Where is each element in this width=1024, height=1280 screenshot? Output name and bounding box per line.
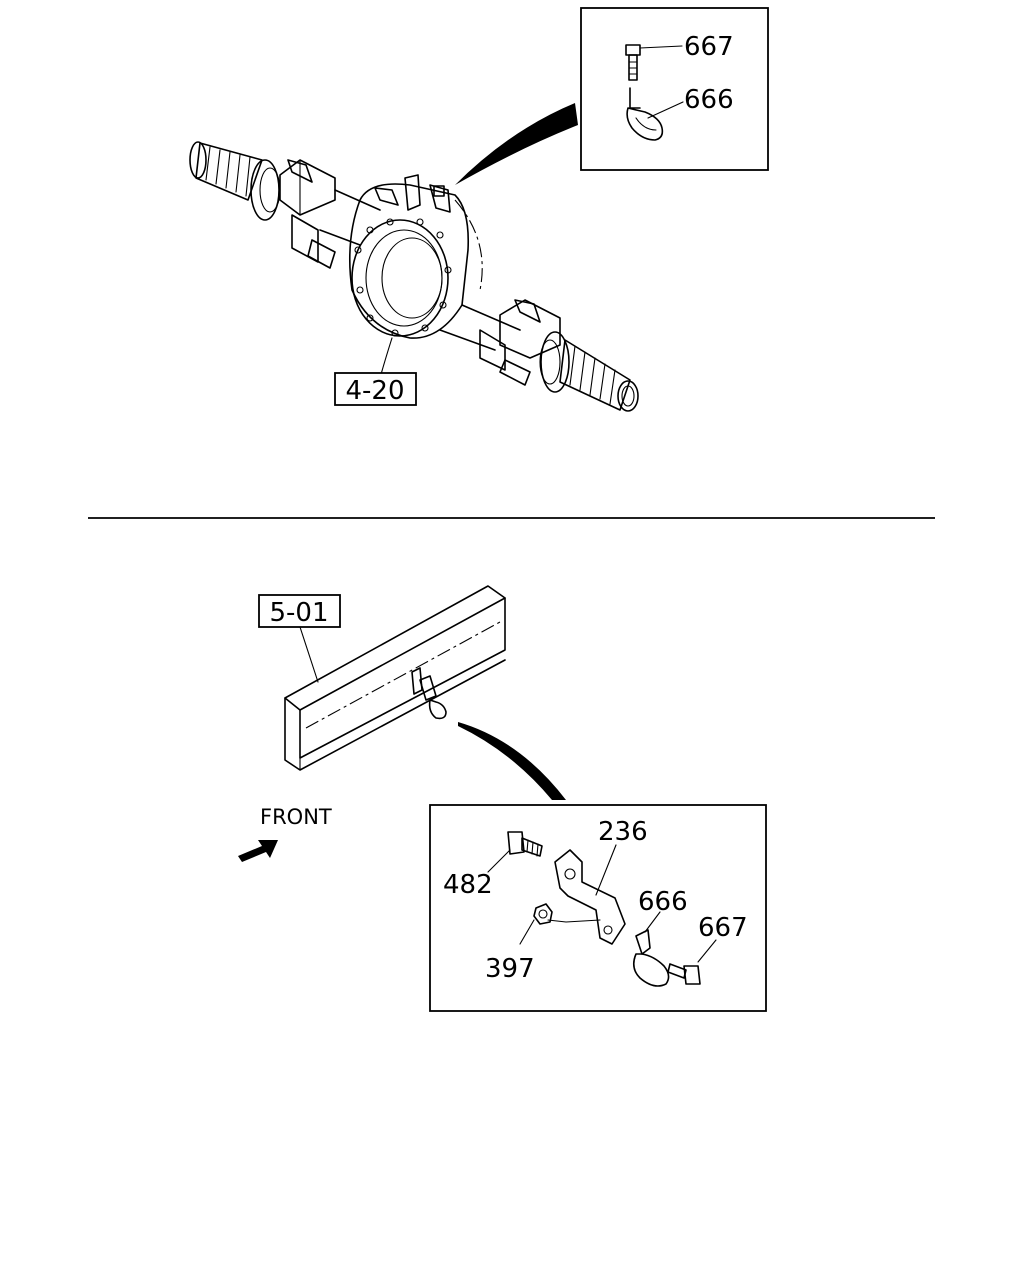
callout-397: 397 [485,954,535,984]
axle-housing-drawing [189,141,639,412]
ref-box-5-01: 5-01 [258,594,341,683]
callout-667-bottom: 667 [698,913,748,943]
ref-label-4-20: 4-20 [345,376,404,406]
detail-pointer [455,103,578,185]
frame-rail-drawing [284,585,506,771]
detail-box-bottom: 236 482 397 666 667 [429,804,767,1012]
detail-pointer-bottom [458,722,566,800]
callout-236: 236 [598,817,648,847]
callout-667: 667 [684,32,734,62]
front-arrow-icon [238,840,278,862]
front-label: FRONT [260,805,332,829]
callout-666: 666 [684,85,734,115]
callout-482: 482 [443,870,493,900]
ref-label-5-01: 5-01 [269,598,328,628]
ref-box-4-20: 4-20 [334,372,417,406]
callout-666-bottom: 666 [638,887,688,917]
detail-box-top: 667 666 [580,7,769,171]
